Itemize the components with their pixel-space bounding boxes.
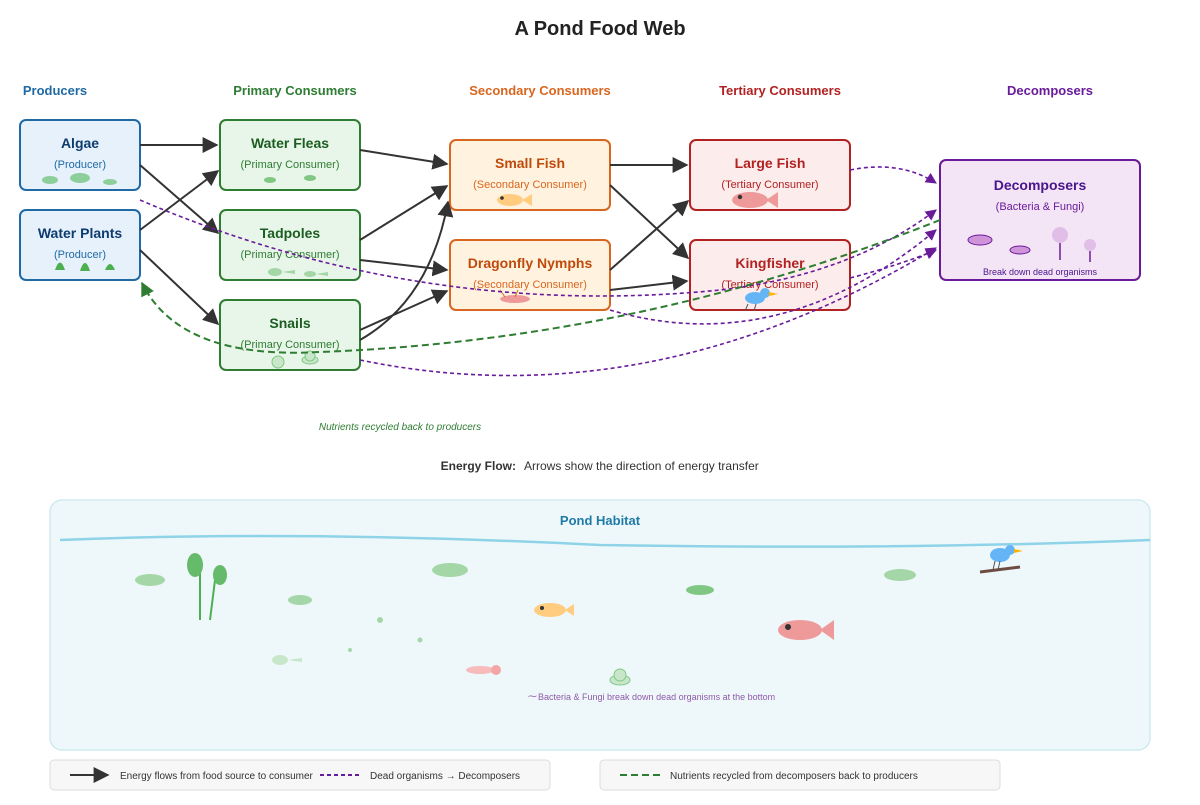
reeds bbox=[187, 553, 227, 621]
node-tadpoles-role: (Primary Consumer) bbox=[240, 249, 339, 261]
lily-pads bbox=[135, 563, 916, 605]
node-small-fish-name: Small Fish bbox=[495, 155, 565, 171]
habitat-dragonfly-nymph-icon bbox=[466, 665, 501, 675]
large-fish-icon bbox=[732, 192, 778, 208]
legend-nutrients-panel: Nutrients recycled from decomposers back… bbox=[599, 759, 1001, 791]
arrow-snails-smallfish bbox=[359, 200, 454, 341]
habitat-large-fish-icon bbox=[778, 620, 834, 640]
habitat-snail-icon bbox=[609, 668, 631, 686]
column-header-tertiary: Tertiary Consumers bbox=[719, 83, 841, 98]
water-particles bbox=[348, 617, 423, 652]
column-header-producers: Producers bbox=[23, 83, 87, 98]
node-dragonfly-nymphs: Dragonfly Nymphs (Secondary Consumer) bbox=[449, 239, 611, 311]
energy-flow-note: Energy Flow: Arrows show the direction o… bbox=[441, 459, 759, 473]
tadpole-icon bbox=[268, 268, 328, 277]
water-surface bbox=[59, 534, 1151, 548]
arrow-waterfleas-smallfish bbox=[359, 149, 449, 170]
node-water-fleas: Water Fleas (Primary Consumer) bbox=[219, 119, 361, 191]
node-algae: Algae (Producer) bbox=[19, 119, 141, 191]
bacteria-icon: ⁓ bbox=[528, 691, 537, 701]
water-flea-icon bbox=[264, 175, 316, 183]
column-header-primary: Primary Consumers bbox=[233, 83, 357, 98]
arrow-algae-tadpoles bbox=[139, 164, 220, 235]
small-fish-icon bbox=[497, 194, 532, 206]
node-large-fish: Large Fish (Tertiary Consumer) bbox=[689, 139, 851, 211]
arrow-kingfisher-decomposers bbox=[849, 248, 938, 279]
arrow-dragonfly-kingfisher bbox=[609, 274, 689, 291]
legend-dead-text: Dead organisms → Decomposers bbox=[370, 771, 520, 782]
node-large-fish-role: (Tertiary Consumer) bbox=[721, 179, 818, 191]
algae-icon bbox=[42, 173, 117, 185]
arrow-waterplants-waterfleas bbox=[139, 170, 220, 231]
node-kingfisher-role: (Tertiary Consumer) bbox=[721, 279, 818, 291]
kingfisher-icon bbox=[744, 288, 778, 312]
habitat-tadpole-icon bbox=[272, 655, 302, 665]
decomposition-arrows bbox=[139, 166, 938, 377]
node-decomposers: Decomposers (Bacteria & Fungi) Break dow… bbox=[939, 159, 1141, 281]
node-decomposers-name: Decomposers bbox=[994, 177, 1087, 193]
habitat-caption: Bacteria & Fungi break down dead organis… bbox=[538, 692, 775, 702]
node-water-fleas-role: (Primary Consumer) bbox=[240, 159, 339, 171]
pond-habitat: Pond Habitat bbox=[49, 499, 1151, 751]
arrow-primary-decomposers bbox=[359, 247, 937, 377]
dragonfly-nymph-icon bbox=[499, 289, 530, 303]
arrow-secondary-decomposers bbox=[609, 229, 937, 325]
node-algae-role: (Producer) bbox=[54, 159, 106, 171]
node-large-fish-name: Large Fish bbox=[735, 155, 806, 171]
arrow-producers-decomposers bbox=[139, 199, 937, 297]
arrow-tadpoles-smallfish bbox=[359, 185, 449, 241]
legend-nutrients-text: Nutrients recycled from decomposers back… bbox=[670, 771, 918, 782]
arrow-tadpoles-dragonfly bbox=[359, 259, 449, 277]
node-kingfisher-name: Kingfisher bbox=[735, 255, 805, 271]
column-header-secondary: Secondary Consumers bbox=[469, 83, 611, 98]
habitat-kingfisher-icon bbox=[979, 545, 1023, 574]
node-water-plants-name: Water Plants bbox=[38, 225, 122, 241]
node-water-plants: Water Plants (Producer) bbox=[19, 209, 141, 281]
node-small-fish: Small Fish (Secondary Consumer) bbox=[449, 139, 611, 211]
node-tadpoles: Tadpoles (Primary Consumer) bbox=[219, 209, 361, 281]
snail-icon bbox=[271, 350, 319, 369]
arrow-snails-dragonfly bbox=[359, 289, 449, 331]
node-algae-name: Algae bbox=[61, 135, 99, 151]
node-tadpoles-name: Tadpoles bbox=[260, 225, 321, 241]
arrow-dragonfly-largefish bbox=[609, 199, 690, 271]
node-dragonfly-nymphs-name: Dragonfly Nymphs bbox=[468, 255, 593, 271]
node-water-plants-role: (Producer) bbox=[54, 249, 106, 261]
energy-arrows bbox=[139, 137, 690, 341]
diagram-title: A Pond Food Web bbox=[514, 18, 685, 40]
node-snails: Snails (Primary Consumer) bbox=[219, 299, 361, 371]
node-decomposers-note: Break down dead organisms bbox=[983, 267, 1098, 277]
legend-energy-text: Energy flows from food source to consume… bbox=[120, 771, 314, 782]
arrow-smallfish-kingfisher bbox=[609, 184, 690, 260]
arrow-largefish-decomposers bbox=[849, 166, 937, 184]
node-dragonfly-nymphs-role: (Secondary Consumer) bbox=[473, 279, 587, 291]
arrow-waterplants-snails bbox=[139, 249, 220, 326]
node-snails-role: (Primary Consumer) bbox=[240, 339, 339, 351]
node-decomposers-role: (Bacteria & Fungi) bbox=[996, 201, 1085, 213]
nutrient-recycle-arrow bbox=[141, 219, 941, 354]
energy-flow-text: Arrows show the direction of energy tran… bbox=[524, 459, 759, 473]
legend-energy-panel: Energy flows from food source to consume… bbox=[49, 759, 551, 791]
habitat-small-fish-icon bbox=[534, 603, 574, 617]
node-kingfisher: Kingfisher (Tertiary Consumer) bbox=[689, 239, 851, 312]
node-snails-name: Snails bbox=[269, 315, 310, 331]
energy-flow-label: Energy Flow: bbox=[441, 459, 516, 473]
plant-icon bbox=[55, 262, 115, 271]
node-small-fish-role: (Secondary Consumer) bbox=[473, 179, 587, 191]
nutrients-note: Nutrients recycled back to producers bbox=[319, 422, 481, 433]
pond-habitat-title: Pond Habitat bbox=[560, 513, 641, 528]
column-header-decomposers: Decomposers bbox=[1007, 83, 1093, 98]
node-water-fleas-name: Water Fleas bbox=[251, 135, 329, 151]
fungi-icon bbox=[967, 227, 1096, 262]
